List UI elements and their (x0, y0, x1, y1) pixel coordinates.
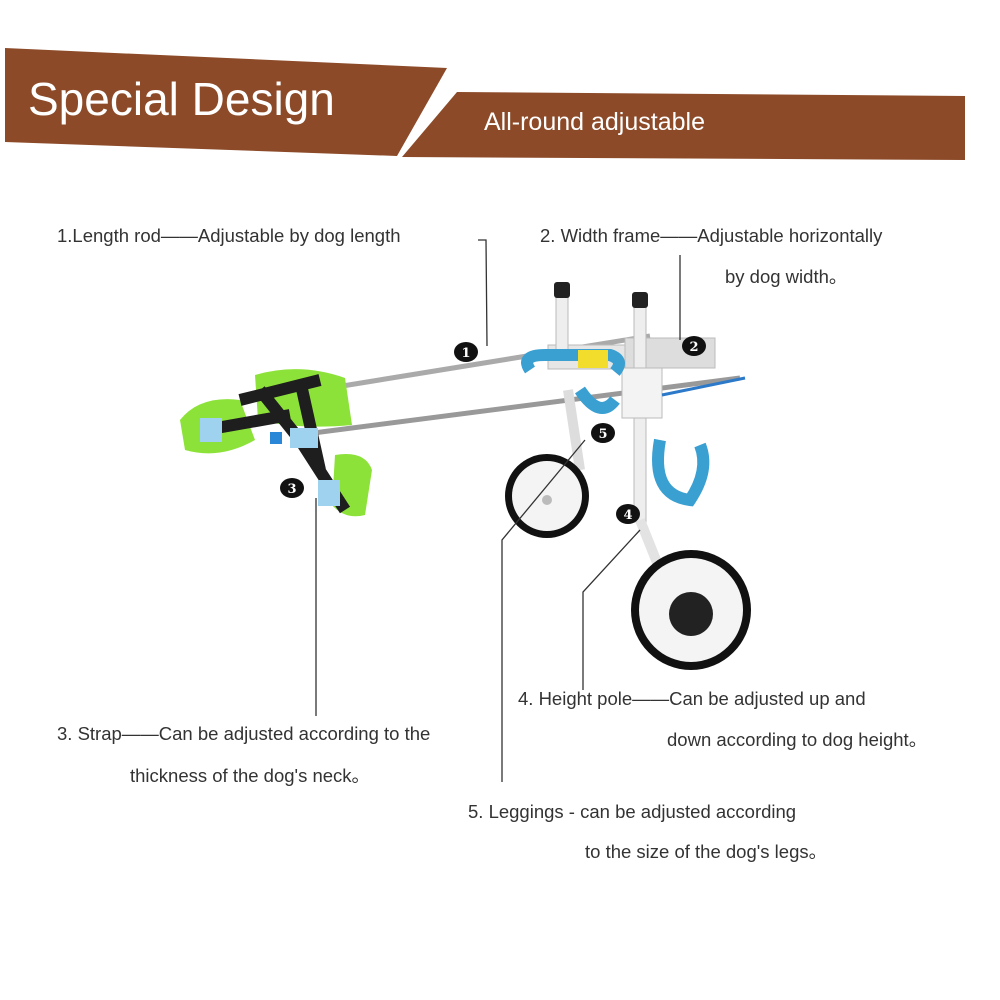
callout-4-text-cont: down according to dog height。 (667, 729, 928, 750)
callout-3-text: 3. Strap——Can be adjusted according to t… (57, 723, 431, 744)
page-subtitle: All-round adjustable (484, 108, 705, 136)
svg-text:2: 2 (689, 340, 698, 355)
subtitle-banner (402, 92, 965, 160)
callout-5-text: 5. Leggings - can be adjusted according (468, 801, 797, 822)
callout-badge-4: 4 (616, 504, 640, 524)
callout-4-text: 4. Height pole——Can be adjusted up and (518, 688, 866, 709)
svg-text:4: 4 (623, 508, 632, 523)
svg-text:3: 3 (287, 482, 296, 497)
callout-badge-3: 3 (280, 478, 304, 498)
callout-3-text-cont: thickness of the dog's neck。 (130, 765, 371, 786)
callout-badge-2: 2 (682, 336, 706, 356)
title-banner (5, 48, 447, 156)
leader-lines (315, 239, 681, 782)
wheelchair-image (180, 282, 751, 670)
callout-5-text-cont: to the size of the dog's legs。 (585, 841, 828, 862)
svg-text:5: 5 (598, 427, 607, 442)
callout-2-text: 2. Width frame——Adjustable horizontally (540, 225, 883, 246)
callout-2-text-cont: by dog width。 (725, 266, 848, 287)
page-title: Special Design (28, 73, 335, 125)
callout-1-text: 1.Length rod——Adjustable by dog length (57, 225, 401, 246)
callout-badge-5: 5 (591, 423, 615, 443)
callout-badge-1: 1 (454, 342, 478, 362)
svg-text:1: 1 (461, 346, 470, 361)
